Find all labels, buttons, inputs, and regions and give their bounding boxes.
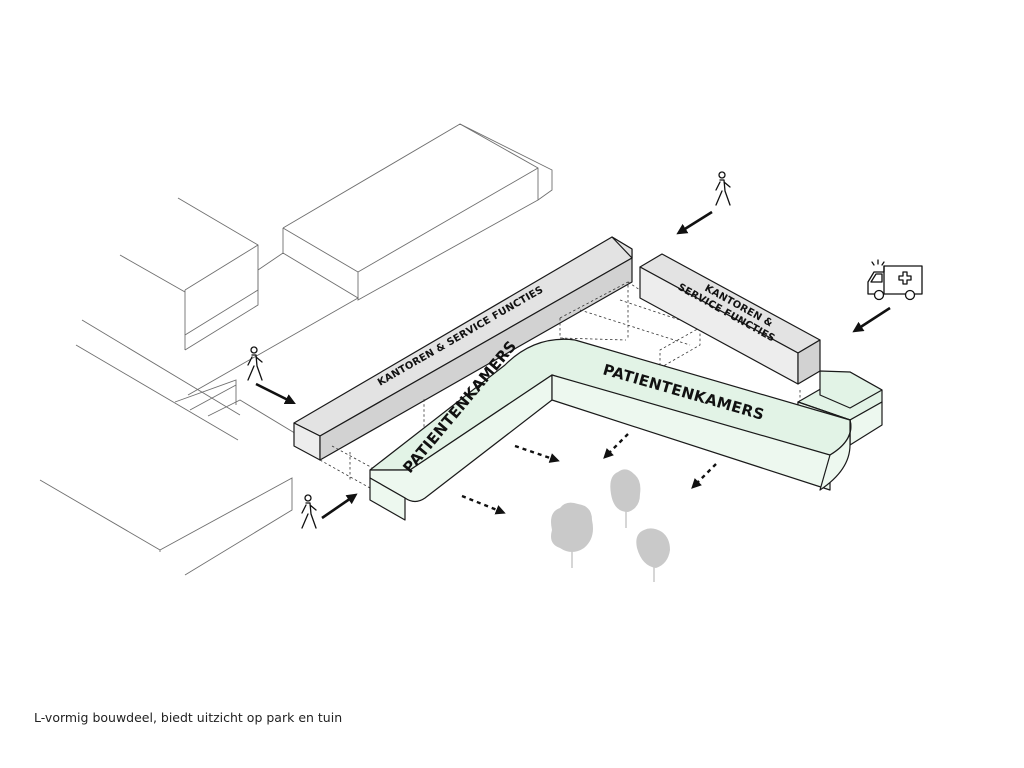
entry-arrows — [255, 210, 891, 520]
pedestrian-icon — [247, 346, 263, 381]
arrow-entry-ambulance — [852, 306, 891, 333]
diagram-caption: L-vormig bouwdeel, biedt uitzicht op par… — [34, 710, 343, 725]
pedestrian-icon — [301, 494, 317, 529]
pedestrian-icon — [715, 171, 731, 206]
arrow-view-4 — [461, 494, 506, 515]
arrow-entry-top — [676, 210, 713, 235]
arrow-view-3 — [691, 463, 717, 489]
tree-icon — [610, 469, 641, 528]
arrow-entry-left-bottom — [321, 493, 358, 520]
office-bar-short — [639, 253, 821, 385]
context-buildings — [39, 123, 553, 576]
arrow-entry-left-top — [255, 382, 296, 404]
arrow-view-1 — [514, 444, 560, 463]
patient-wing — [369, 338, 883, 521]
arrow-view-2 — [603, 433, 629, 459]
ambulance-icon — [867, 259, 923, 301]
office-bar-long — [293, 236, 633, 461]
tree-icon — [551, 502, 593, 568]
view-arrows — [461, 433, 717, 515]
tree-icon — [636, 528, 670, 582]
